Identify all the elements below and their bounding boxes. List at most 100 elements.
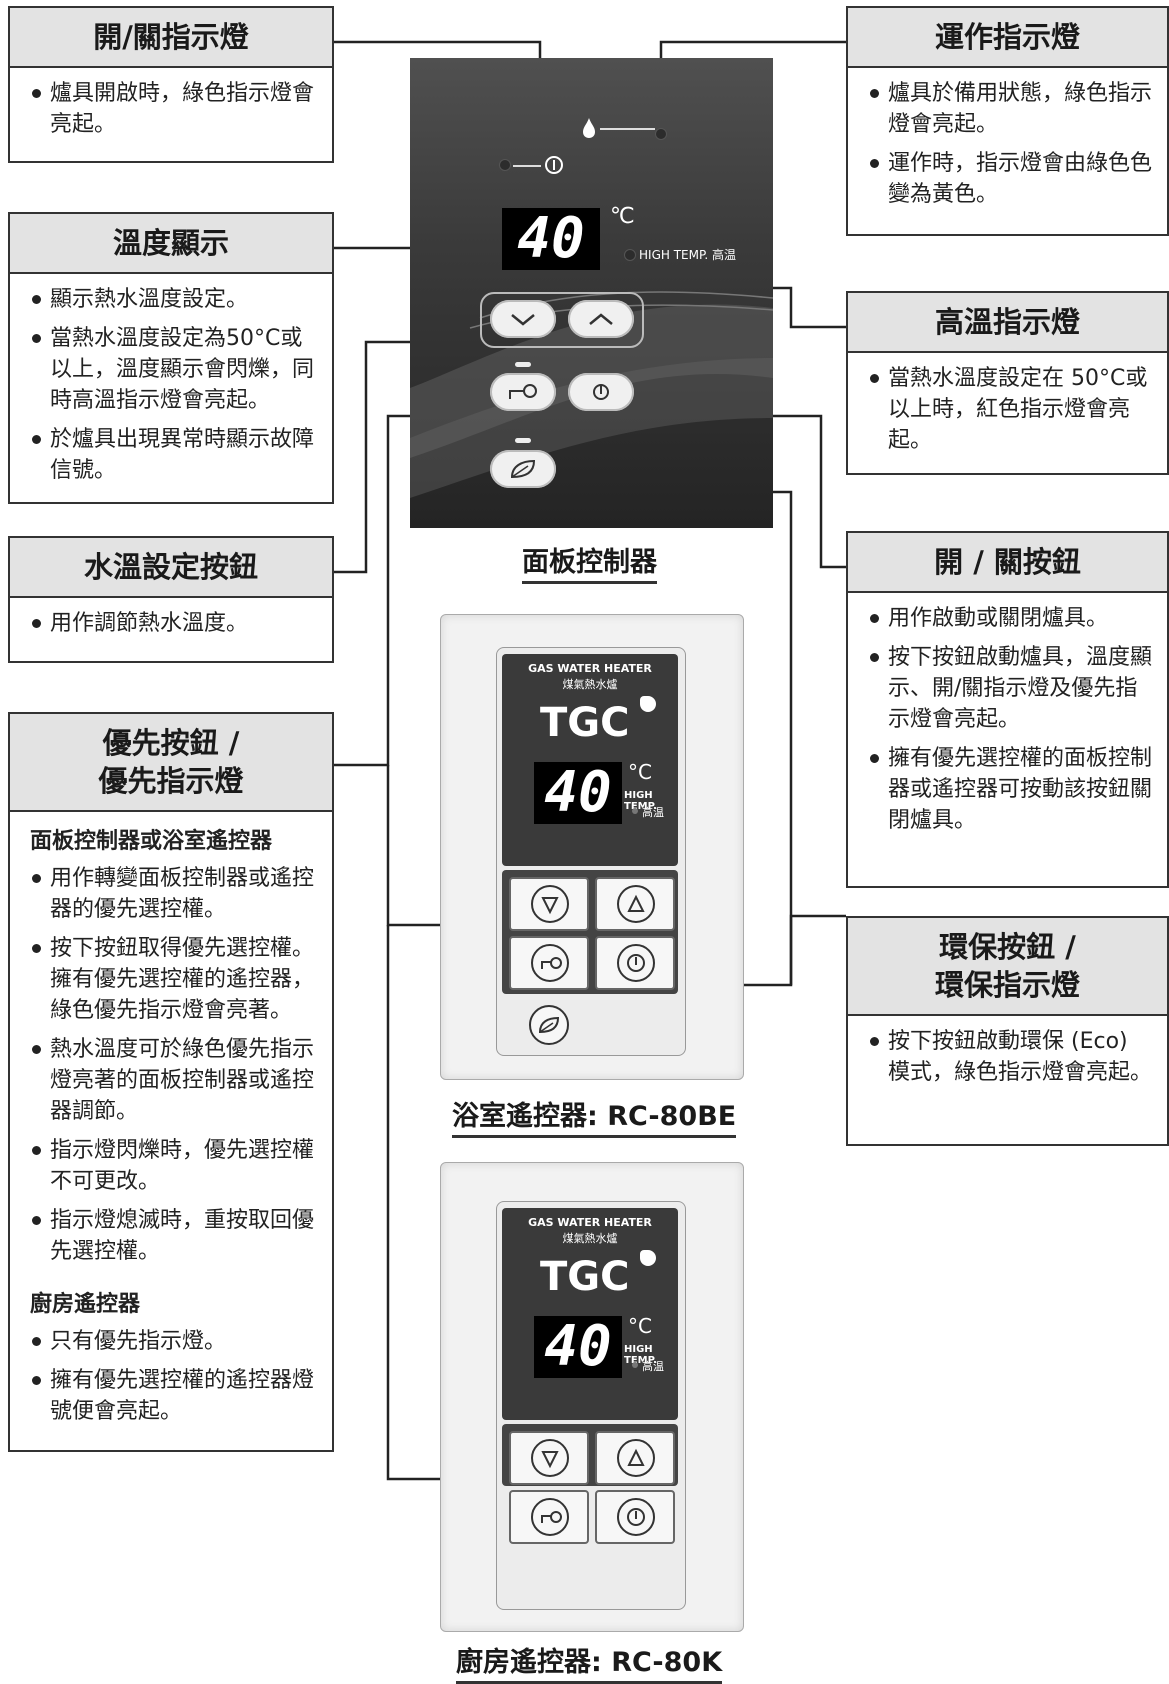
remote2-temp-display: 40 — [534, 1316, 622, 1378]
subheading-panel-bath: 面板控制器或浴室遙控器 — [30, 829, 273, 854]
box-priority: 優先按鈕 / 優先指示燈 面板控制器或浴室遙控器 用作轉變面板控制器或遙控器的優… — [8, 712, 334, 1452]
panel-high-temp-label: HIGH TEMP. 高温 — [639, 248, 736, 262]
bullet-item: 於爐具出現異常時顯示故障信號。 — [30, 424, 318, 486]
chevron-down-icon — [531, 885, 569, 923]
power-led — [500, 160, 510, 170]
remote1-temp-display: 40 — [534, 762, 622, 824]
remote2-down-button[interactable] — [509, 1431, 589, 1485]
bullet-item: 顯示熱水溫度設定。 — [30, 284, 318, 315]
bullet-item: 用作轉變面板控制器或遙控器的優先選控權。 — [30, 863, 318, 925]
box-eco: 環保按鈕 / 環保指示燈 按下按鈕啟動環保 (Eco) 模式，綠色指示燈會亮起。 — [846, 916, 1169, 1146]
remote1-power-button[interactable] — [595, 936, 675, 990]
box-title: 開/關指示燈 — [10, 8, 332, 68]
remote1-celsius: °C — [628, 760, 652, 784]
bullet-item: 運作時，指示燈會由綠色色變為黃色。 — [868, 148, 1153, 210]
power-icon — [617, 1498, 655, 1536]
panel-temp-up-button[interactable] — [568, 300, 634, 338]
remote2-celsius: °C — [628, 1314, 652, 1338]
bullet-item: 指示燈閃爍時，優先選控權不可更改。 — [30, 1135, 318, 1197]
power-icon — [593, 384, 609, 400]
box-on-off-light: 開/關指示燈 爐具開啟時，綠色指示燈會亮起。 — [8, 6, 334, 163]
remote1-logo: TGC — [540, 700, 630, 746]
bullet-item: 當熱水溫度設定在 50°C或以上時，紅色指示燈會亮起。 — [868, 363, 1153, 456]
bullet-item: 擁有優先選控權的面板控制器或遙控器可按動該按鈕關閉爐具。 — [868, 743, 1153, 836]
box-temp-buttons: 水溫設定按鈕 用作調節熱水溫度。 — [8, 536, 334, 663]
remote1-brand-en: GAS WATER HEATER — [528, 662, 652, 675]
box-high-temp-light: 高溫指示燈 當熱水溫度設定在 50°C或以上時，紅色指示燈會亮起。 — [846, 291, 1169, 475]
box-title: 運作指示燈 — [848, 8, 1167, 68]
remote2-priority-button[interactable] — [509, 1490, 589, 1544]
panel-priority-button[interactable] — [490, 373, 556, 411]
bullet-item: 擁有優先選控權的遙控器燈號便會亮起。 — [30, 1365, 318, 1427]
chevron-up-icon — [617, 885, 655, 923]
operation-led — [656, 129, 666, 139]
remote1-logo-dot — [640, 696, 656, 712]
subheading-kitchen: 廚房遙控器 — [30, 1292, 141, 1317]
bullet-item: 按下按鈕取得優先選控權。擁有優先選控權的遙控器，綠色優先指示燈會亮著。 — [30, 933, 318, 1026]
chevron-down-icon — [511, 314, 535, 326]
bullet-item: 用作啟動或關閉爐具。 — [868, 603, 1153, 634]
box-title: 優先按鈕 / 優先指示燈 — [10, 714, 332, 812]
remote2-brand-cn: 煤氣熱水爐 — [562, 1232, 618, 1245]
key-icon — [531, 1498, 569, 1536]
panel-controller: 40 ℃ HIGH TEMP. 高温 — [410, 58, 773, 528]
key-icon — [509, 384, 537, 399]
bullet-item: 爐具於備用狀態，綠色指示燈會亮起。 — [868, 78, 1153, 140]
remote1-high-temp-cn: 高温 — [642, 806, 664, 819]
remote1-screen: GAS WATER HEATER 煤氣熱水爐 TGC 40 °C HIGH TE… — [502, 654, 678, 866]
remote2-power-button[interactable] — [595, 1490, 675, 1544]
box-title: 溫度顯示 — [10, 214, 332, 274]
remote1-priority-button[interactable] — [509, 936, 589, 990]
bullet-item: 用作調節熱水溫度。 — [30, 608, 318, 639]
remote2-logo: TGC — [540, 1254, 630, 1300]
remote1-down-button[interactable] — [509, 877, 589, 931]
flame-icon — [582, 118, 596, 138]
key-icon — [531, 944, 569, 982]
remote1-high-temp: HIGH TEMP. — [624, 790, 657, 812]
priority-led — [515, 362, 531, 367]
bullet-item: 爐具開啟時，綠色指示燈會亮起。 — [30, 78, 318, 140]
chevron-down-icon — [531, 1439, 569, 1477]
remote2-brand-en: GAS WATER HEATER — [528, 1216, 652, 1229]
box-on-off-button: 開 / 關按鈕 用作啟動或關閉爐具。 按下按鈕啟動爐具，溫度顯示、開/關指示燈及… — [846, 531, 1169, 888]
panel-eco-button[interactable] — [490, 450, 556, 488]
power-icon — [617, 944, 655, 982]
line-eco-right — [789, 914, 846, 985]
eco-led — [515, 438, 531, 443]
remote2-logo-dot — [640, 1250, 656, 1266]
bathroom-remote-caption: 浴室遙控器: RC-80BE — [452, 1094, 737, 1138]
remote2-high-temp-led — [632, 1362, 638, 1368]
kitchen-remote-caption: 廚房遙控器: RC-80K — [456, 1640, 723, 1684]
remote1-eco-button[interactable] — [529, 1005, 569, 1045]
bullet-item: 熱水溫度可於綠色優先指示燈亮著的面板控制器或遙控器調節。 — [30, 1034, 318, 1127]
panel-temp-down-button[interactable] — [490, 300, 556, 338]
panel-caption: 面板控制器 — [522, 540, 657, 584]
box-title: 高溫指示燈 — [848, 293, 1167, 353]
chevron-up-icon — [617, 1439, 655, 1477]
chevron-up-icon — [589, 313, 613, 325]
bullet-item: 按下按鈕啟動爐具，溫度顯示、開/關指示燈及優先指示燈會亮起。 — [868, 642, 1153, 735]
bullet-item: 只有優先指示燈。 — [30, 1326, 318, 1357]
high-temp-led — [625, 250, 635, 260]
remote1-brand-cn: 煤氣熱水爐 — [562, 678, 618, 691]
power-symbol-icon — [545, 156, 563, 174]
panel-power-button[interactable] — [568, 373, 634, 411]
bullet-item: 按下按鈕啟動環保 (Eco) 模式，綠色指示燈會亮起。 — [868, 1026, 1153, 1088]
panel-celsius: ℃ — [610, 204, 635, 229]
box-title: 開 / 關按鈕 — [848, 533, 1167, 593]
box-temp-display: 溫度顯示 顯示熱水溫度設定。 當熱水溫度設定為50°C或以上，溫度顯示會閃爍，同… — [8, 212, 334, 504]
box-operation-light: 運作指示燈 爐具於備用狀態，綠色指示燈會亮起。 運作時，指示燈會由綠色色變為黃色… — [846, 6, 1169, 236]
remote2-high-temp: HIGH TEMP. — [624, 1344, 657, 1366]
remote2-high-temp-cn: 高温 — [642, 1360, 664, 1373]
kitchen-remote: GAS WATER HEATER 煤氣熱水爐 TGC 40 °C HIGH TE… — [440, 1162, 744, 1632]
bathroom-remote: GAS WATER HEATER 煤氣熱水爐 TGC 40 °C HIGH TE… — [440, 614, 744, 1080]
remote1-high-temp-led — [632, 808, 638, 814]
remote2-screen: GAS WATER HEATER 煤氣熱水爐 TGC 40 °C HIGH TE… — [502, 1208, 678, 1420]
box-title: 環保按鈕 / 環保指示燈 — [848, 918, 1167, 1016]
bullet-item: 指示燈熄滅時，重按取回優先選控權。 — [30, 1205, 318, 1267]
panel-temp-display: 40 — [502, 208, 600, 270]
remote1-up-button[interactable] — [595, 877, 675, 931]
leaf-icon — [538, 1016, 560, 1034]
bullet-item: 當熱水溫度設定為50°C或以上，溫度顯示會閃爍，同時高溫指示燈會亮起。 — [30, 323, 318, 416]
remote2-up-button[interactable] — [595, 1431, 675, 1485]
